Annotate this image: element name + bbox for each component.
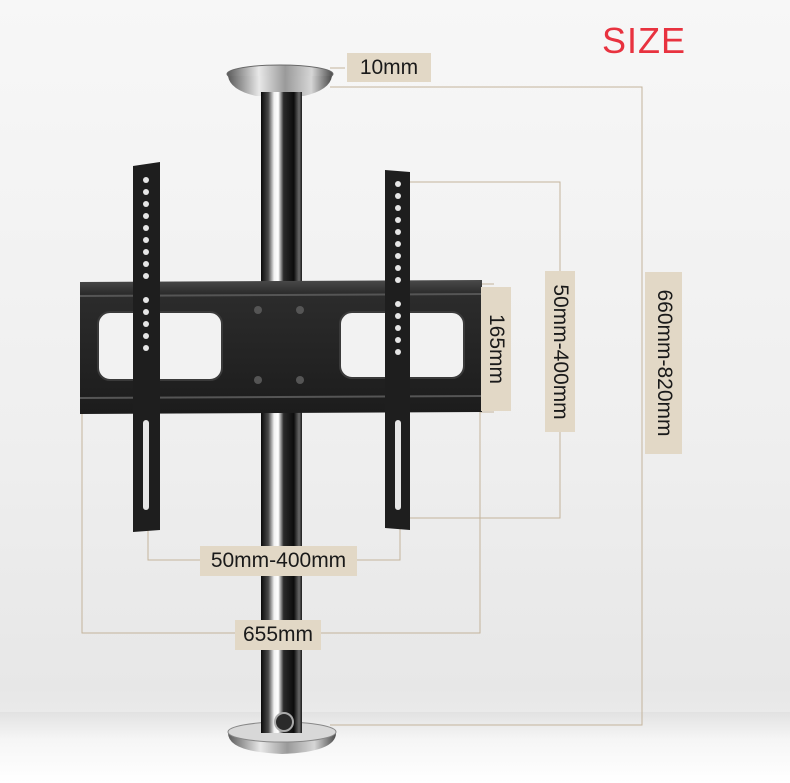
bracket-height-label: 165mm (481, 287, 511, 411)
overall-width-label: 655mm (235, 620, 321, 650)
overall-height-line (330, 86, 643, 726)
page-title: SIZE (602, 20, 687, 61)
vesa-vertical-label: 50mm-400mm (545, 271, 575, 432)
base-disc (227, 705, 337, 754)
left-vertical-arm (133, 162, 160, 532)
right-vertical-arm (385, 170, 410, 530)
table-surface (0, 712, 790, 783)
top-cap (226, 64, 334, 96)
vesa-horizontal-label: 50mm-400mm (200, 546, 357, 576)
pole-diameter-label: 10mm (347, 53, 431, 82)
overall-height-label: 660mm-820mm (645, 272, 682, 454)
